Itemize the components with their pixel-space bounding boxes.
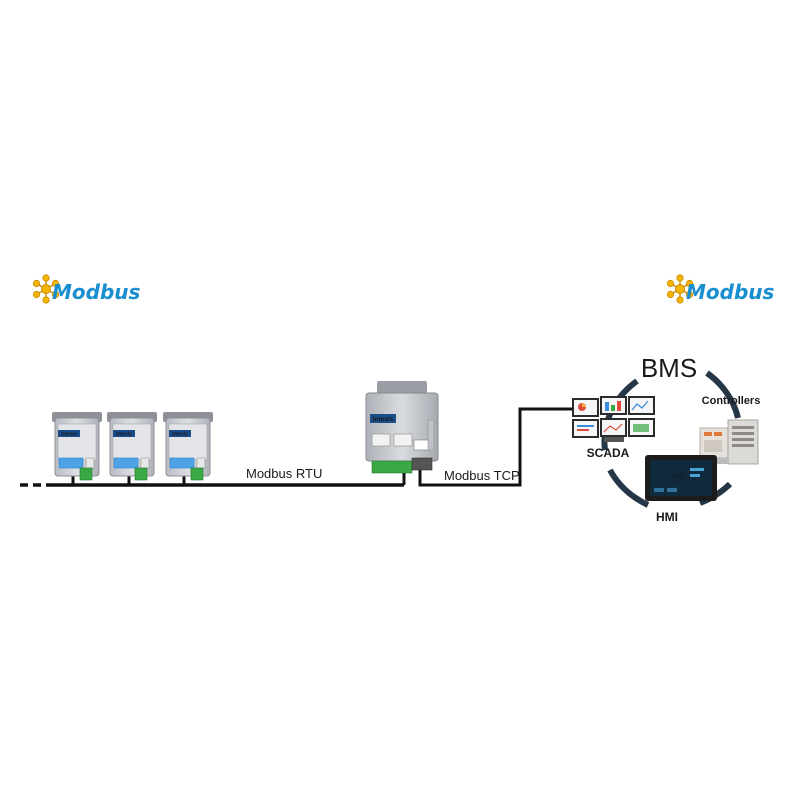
rtu-bus-line: [20, 470, 406, 487]
intesis-small-module-icon: [162, 411, 214, 481]
modbus-rtu-label: Modbus RTU: [246, 466, 322, 481]
scada-monitors-icon: [572, 396, 655, 442]
modbus-logo-text: Modbus: [686, 280, 775, 304]
hmi-label: HMI: [656, 510, 678, 524]
gateway-brand: Intesis: [373, 416, 394, 423]
intesis-gateway-icon: Intesis: [365, 381, 439, 474]
svg-text:73°: 73°: [672, 474, 687, 485]
modbus-logo-left: Modbus: [32, 274, 141, 304]
bms-title: BMS: [641, 353, 697, 383]
hmi-touchscreen-icon: 73°: [645, 455, 717, 501]
modbus-logo-text: Modbus: [52, 280, 141, 304]
controllers-label: Controllers: [702, 395, 761, 407]
intesis-small-module-icon: [106, 411, 158, 481]
controller-plc-icon: [699, 419, 759, 465]
scada-label: SCADA: [587, 446, 630, 460]
intesis-small-module-icon: [51, 411, 103, 481]
modbus-tcp-label: Modbus TCP: [444, 468, 520, 483]
tcp-link-line: [418, 407, 575, 487]
modbus-logo-right: Modbus: [666, 274, 775, 304]
